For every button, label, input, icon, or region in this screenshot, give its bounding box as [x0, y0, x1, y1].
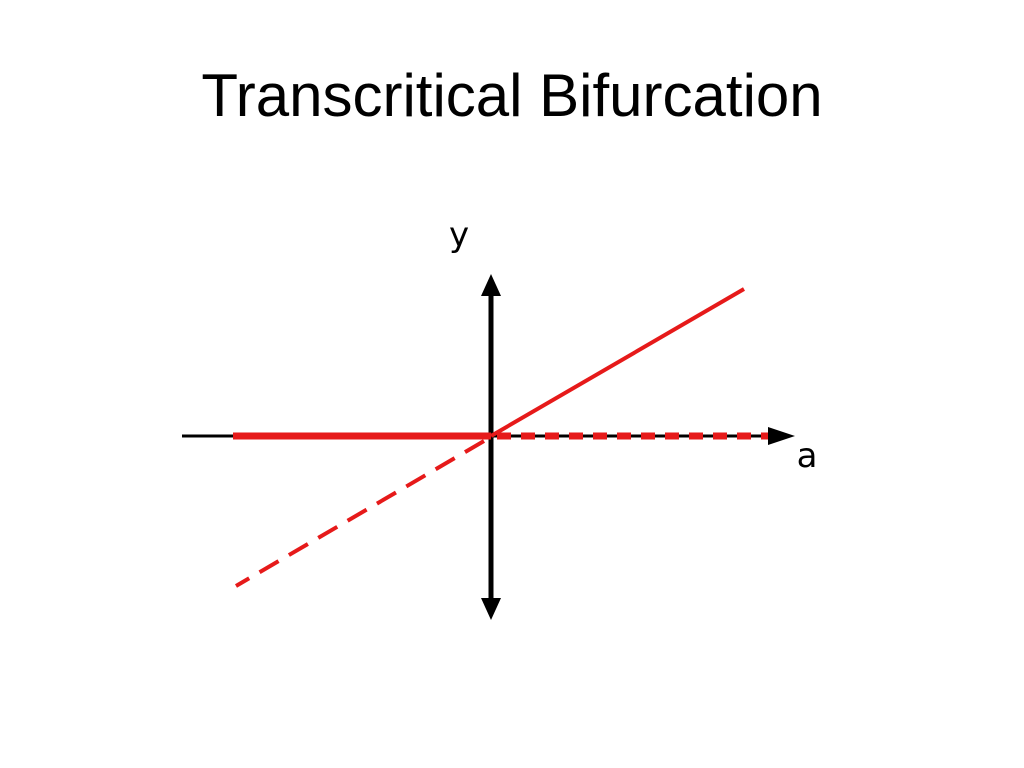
unstable-nontrivial-branch [234, 439, 486, 588]
stable-nontrivial-branch [489, 287, 746, 438]
a-axis-label: a [797, 436, 818, 476]
y-axis-arrowhead-up [481, 274, 501, 296]
y-axis-arrowhead-down [481, 598, 501, 620]
y-axis-label: y [449, 215, 469, 255]
a-axis-arrowhead [768, 427, 795, 445]
slide-title: Transcritical Bifurcation [201, 62, 823, 129]
